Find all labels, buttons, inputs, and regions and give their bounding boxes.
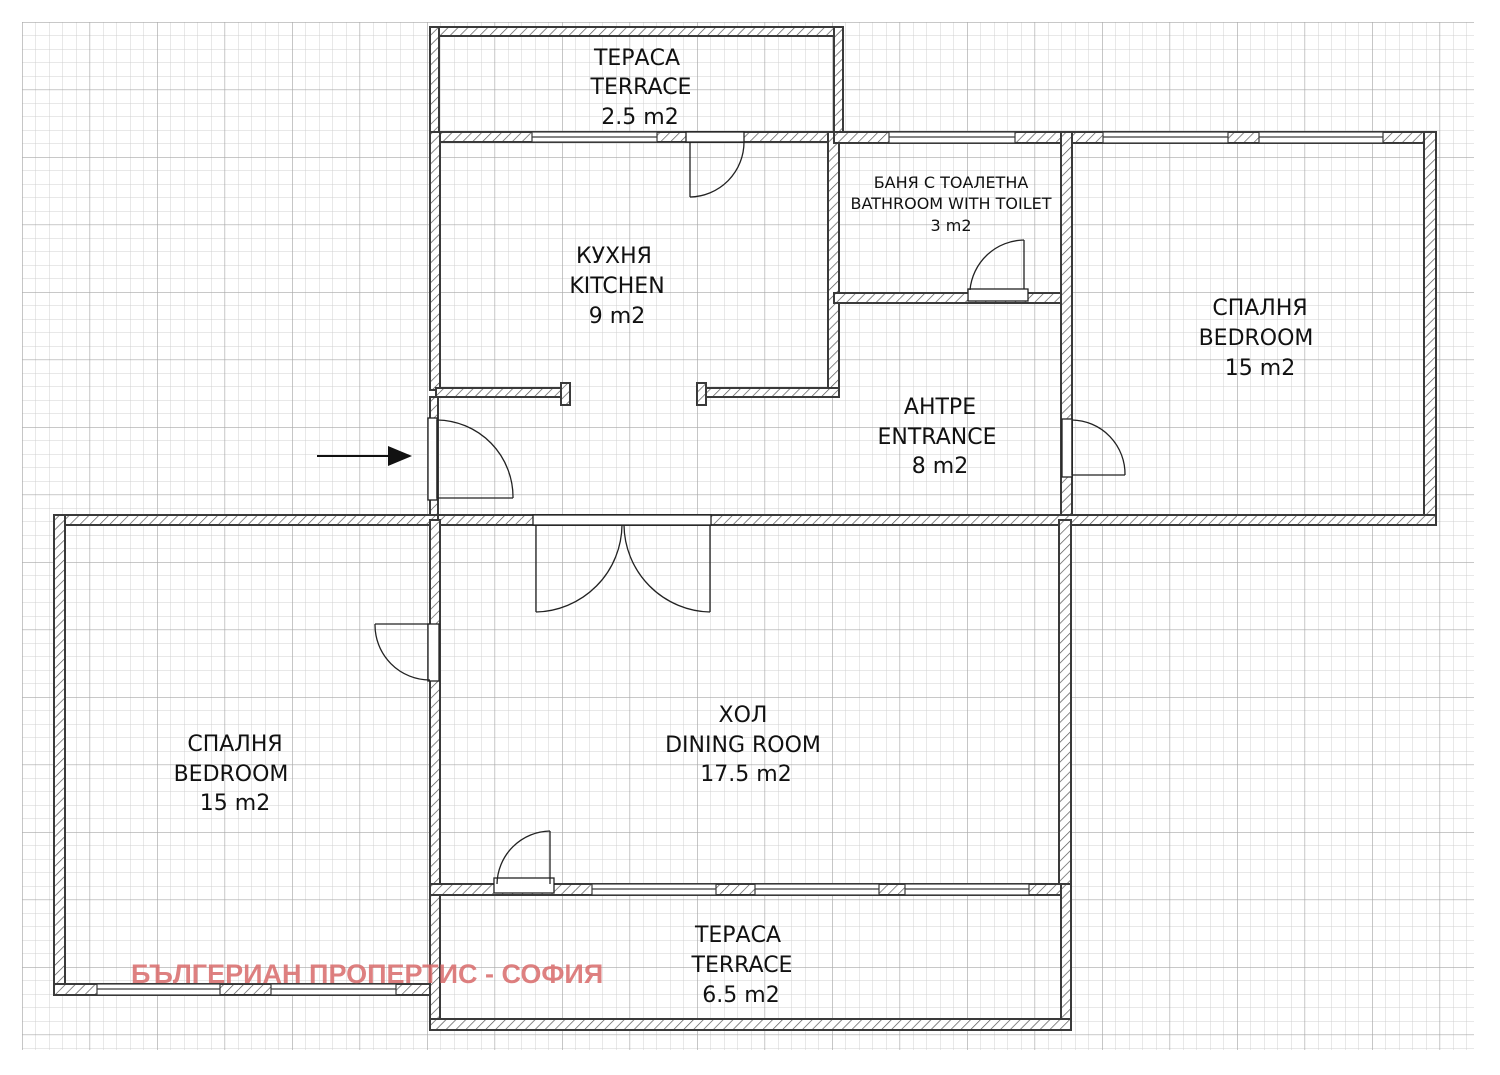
bedroom-left-area: 15 m2 xyxy=(200,791,270,816)
label-bathroom: БАНЯ С ТОАЛЕТНА BATHROOM WITH TOILET 3 m… xyxy=(851,173,1052,235)
bedroom-left-en: BEDROOM xyxy=(174,762,289,787)
bathroom-area: 3 m2 xyxy=(930,216,971,235)
label-terrace-bottom: ТЕРАСА TERRACE 6.5 m2 xyxy=(691,923,793,1008)
bedroom-left-bg: СПАЛНЯ xyxy=(187,732,282,757)
entrance-en: ENTRANCE xyxy=(878,425,997,450)
bedroom-right-bg: СПАЛНЯ xyxy=(1212,296,1307,321)
kitchen-bg: КУХНЯ xyxy=(576,244,652,269)
entrance-area: 8 m2 xyxy=(912,454,968,479)
windows xyxy=(96,131,1384,996)
terrace-bottom-en: TERRACE xyxy=(691,953,793,978)
label-dining: ХОЛ DINING ROOM 17.5 m2 xyxy=(665,703,821,787)
terrace-top-en: TERRACE xyxy=(590,75,692,100)
entrance-bg: АНТРЕ xyxy=(904,395,976,420)
terrace-bottom-bg: ТЕРАСА xyxy=(694,923,781,948)
dining-bg: ХОЛ xyxy=(719,703,768,728)
grid-major xyxy=(22,22,1474,1050)
terrace-bottom-area: 6.5 m2 xyxy=(702,983,779,1008)
doors xyxy=(374,131,1126,894)
kitchen-area: 9 m2 xyxy=(589,304,645,329)
label-bedroom-left: СПАЛНЯ BEDROOM 15 m2 xyxy=(174,732,289,816)
kitchen-en: KITCHEN xyxy=(569,274,664,299)
bathroom-bg: БАНЯ С ТОАЛЕТНА xyxy=(874,173,1029,192)
watermark: БЪЛГЕРИАН ПРОПЕРТИС - СОФИЯ xyxy=(131,959,603,989)
terrace-top-bg: ТЕРАСА xyxy=(593,46,680,71)
bedroom-right-area: 15 m2 xyxy=(1225,356,1295,381)
bathroom-en: BATHROOM WITH TOILET xyxy=(851,194,1052,213)
dining-area: 17.5 m2 xyxy=(700,762,791,787)
label-terrace-top: ТЕРАСА TERRACE 2.5 m2 xyxy=(590,46,692,130)
label-kitchen: КУХНЯ KITCHEN 9 m2 xyxy=(569,244,664,329)
dining-en: DINING ROOM xyxy=(665,733,821,758)
bedroom-right-en: BEDROOM xyxy=(1199,326,1314,351)
terrace-top-area: 2.5 m2 xyxy=(601,105,678,130)
label-entrance: АНТРЕ ENTRANCE 8 m2 xyxy=(878,395,997,479)
entrance-arrow-icon xyxy=(317,446,412,466)
label-bedroom-right: СПАЛНЯ BEDROOM 15 m2 xyxy=(1199,296,1314,381)
